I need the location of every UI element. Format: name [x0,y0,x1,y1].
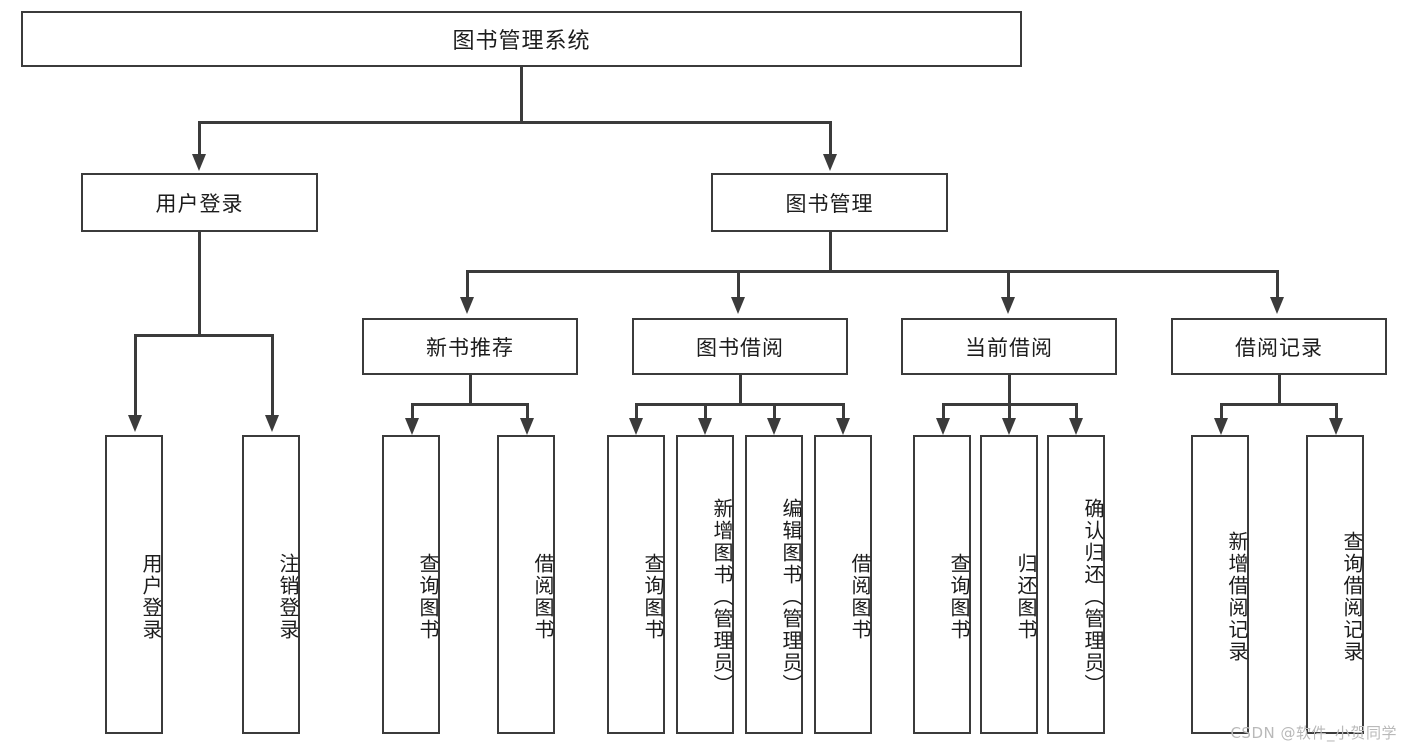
leaf-cur-query-book[interactable]: 查询图书 [913,435,971,734]
connector-to-new-book-rec [466,270,469,300]
arrow-borrow-record-child-1 [1214,418,1228,435]
leaf-cur-return-book[interactable]: 归还图书 [980,435,1038,734]
connector-book-borrow-drop-2 [704,403,707,421]
leaf-borrow-borrow-book[interactable]: 借阅图书 [814,435,872,734]
connector-current-borrow-drop-2 [1008,403,1011,421]
leaf-cur-confirm-return[interactable]: 确认归还（管理员） [1047,435,1105,734]
leaf-borrow-add-book[interactable]: 新增图书（管理员） [676,435,734,734]
leaf-query-borrow-record[interactable]: 查询借阅记录 [1306,435,1364,734]
connector-book-borrow-drop-3 [773,403,776,421]
connector-level1-bus [198,121,832,124]
leaf-borrow-edit-book[interactable]: 编辑图书（管理员） [745,435,803,734]
arrow-to-borrow-record [1270,297,1284,314]
connector-borrow-record-drop-1 [1220,403,1223,421]
node-book-management[interactable]: 图书管理 [711,173,948,232]
connector-new-book-rec-drop-2 [526,403,529,421]
connector-to-book-borrow [737,270,740,300]
leaf-logout[interactable]: 注销登录 [242,435,300,734]
arrow-to-logout-leaf [265,415,279,432]
connector-user-login-bus [134,334,273,337]
watermark-credit: CSDN @软件_小贺同学 [1230,724,1397,742]
node-borrow-record[interactable]: 借阅记录 [1171,318,1387,375]
leaf-borrow-query-book[interactable]: 查询图书 [607,435,665,734]
connector-current-borrow-stem [1008,375,1011,405]
node-current-borrow[interactable]: 当前借阅 [901,318,1117,375]
arrow-new-book-rec-child-2 [520,418,534,435]
arrow-book-borrow-child-2 [698,418,712,435]
leaf-user-login[interactable]: 用户登录 [105,435,163,734]
connector-to-borrow-record [1276,270,1279,300]
connector-new-book-rec-stem [469,375,472,405]
connector-to-current-borrow [1007,270,1010,300]
connector-book-borrow-stem [739,375,742,405]
connector-new-book-rec-bus [411,403,528,406]
arrow-to-user-login-leaf [128,415,142,432]
arrow-to-user-login [192,154,206,171]
connector-book-borrow-drop-1 [635,403,638,421]
arrow-borrow-record-child-2 [1329,418,1343,435]
arrow-to-new-book-rec [460,297,474,314]
connector-to-book-mgmt [829,121,832,157]
connector-user-login-drop-1 [134,334,137,418]
connector-book-mgmt-stem [829,232,832,272]
connector-book-mgmt-bus [466,270,1278,273]
arrow-book-borrow-child-3 [767,418,781,435]
node-new-book-recommend[interactable]: 新书推荐 [362,318,578,375]
node-root-book-management-system[interactable]: 图书管理系统 [21,11,1022,67]
connector-new-book-rec-drop-1 [411,403,414,421]
connector-current-borrow-drop-1 [942,403,945,421]
arrow-book-borrow-child-1 [629,418,643,435]
arrow-to-book-mgmt [823,154,837,171]
connector-to-user-login [198,121,201,157]
connector-borrow-record-stem [1278,375,1281,405]
arrow-to-current-borrow [1001,297,1015,314]
node-user-login[interactable]: 用户登录 [81,173,318,232]
arrow-current-borrow-child-3 [1069,418,1083,435]
leaf-add-borrow-record[interactable]: 新增借阅记录 [1191,435,1249,734]
arrow-current-borrow-child-1 [936,418,950,435]
connector-borrow-record-bus [1220,403,1337,406]
node-book-borrow[interactable]: 图书借阅 [632,318,848,375]
connector-user-login-drop-2 [271,334,274,418]
connector-user-login-stem [198,232,201,336]
arrow-current-borrow-child-2 [1002,418,1016,435]
arrow-book-borrow-child-4 [836,418,850,435]
connector-book-borrow-drop-4 [842,403,845,421]
connector-root-stem [520,67,523,122]
arrow-to-book-borrow [731,297,745,314]
leaf-rec-borrow-book[interactable]: 借阅图书 [497,435,555,734]
connector-current-borrow-drop-3 [1075,403,1078,421]
arrow-new-book-rec-child-1 [405,418,419,435]
connector-borrow-record-drop-2 [1335,403,1338,421]
leaf-rec-query-book[interactable]: 查询图书 [382,435,440,734]
connector-book-borrow-bus [635,403,844,406]
